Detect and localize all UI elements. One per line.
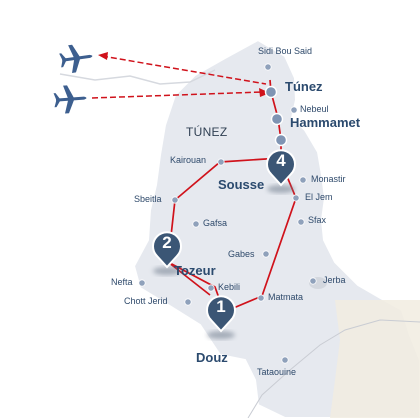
label-el-jem: El Jem xyxy=(305,192,333,202)
city-dot-sidi-bou-said xyxy=(264,63,272,71)
flight-paths xyxy=(91,55,267,99)
city-dot-sfax xyxy=(297,218,305,226)
marker-number-2: 2 xyxy=(162,233,172,252)
libya-land xyxy=(330,300,420,418)
marker-number-1: 1 xyxy=(216,297,226,316)
marker-2 xyxy=(152,231,182,269)
label-monastir: Monastir xyxy=(311,174,346,184)
city-dot-nefta xyxy=(138,279,146,287)
city-dot-tunez xyxy=(264,85,278,99)
city-dot-nebeul xyxy=(290,106,298,114)
label-tataouine: Tataouine xyxy=(257,367,297,377)
label-chott-jerid: Chott Jerid xyxy=(124,296,168,306)
city-dot-kairouan xyxy=(217,158,225,166)
city-dot-chott-jerid xyxy=(184,298,192,306)
label-kebili: Kebili xyxy=(218,282,241,292)
label-sousse: Sousse xyxy=(218,177,265,192)
airplane-icon xyxy=(53,85,87,114)
flight-arrow-outbound xyxy=(98,52,108,60)
city-dot-hammamet xyxy=(270,112,284,126)
city-dot-monastir xyxy=(299,176,307,184)
marker-number-4: 4 xyxy=(276,151,286,170)
major-city-dots xyxy=(264,85,288,147)
airplane-icon xyxy=(59,44,93,73)
label-nebeul: Nebeul xyxy=(300,104,329,114)
city-dot-jerba xyxy=(309,277,317,285)
city-dot-hammamet-south xyxy=(274,133,288,147)
label-matmata: Matmata xyxy=(268,292,304,302)
map-pin-icon xyxy=(152,149,296,333)
city-dot-gabes xyxy=(262,250,270,258)
city-dot-gafsa xyxy=(192,220,200,228)
label-sidi-bou-said: Sidi Bou Said xyxy=(258,46,313,56)
label-sbeitla: Sbeitla xyxy=(134,194,162,204)
label-tunez: Túnez xyxy=(285,79,323,94)
label-gabes: Gabes xyxy=(228,249,255,259)
label-jerba: Jerba xyxy=(323,275,346,285)
city-dot-matmata xyxy=(257,294,265,302)
city-dot-sbeitla xyxy=(171,196,179,204)
city-dots xyxy=(138,63,317,364)
country-label: TÚNEZ xyxy=(186,125,228,139)
label-nefta: Nefta xyxy=(111,277,133,287)
label-douz: Douz xyxy=(196,350,228,365)
marker-4 xyxy=(266,149,296,187)
label-hammamet: Hammamet xyxy=(290,115,361,130)
marker-1 xyxy=(206,295,236,333)
label-sfax: Sfax xyxy=(308,215,327,225)
flight-arrow-inbound xyxy=(259,88,270,97)
city-dot-el-jem xyxy=(292,194,300,202)
city-dot-tataouine xyxy=(281,356,289,364)
label-gafsa: Gafsa xyxy=(203,218,228,228)
label-kairouan: Kairouan xyxy=(170,155,207,165)
label-tozeur: Tozeur xyxy=(174,263,216,278)
city-dot-kebili xyxy=(207,284,215,292)
